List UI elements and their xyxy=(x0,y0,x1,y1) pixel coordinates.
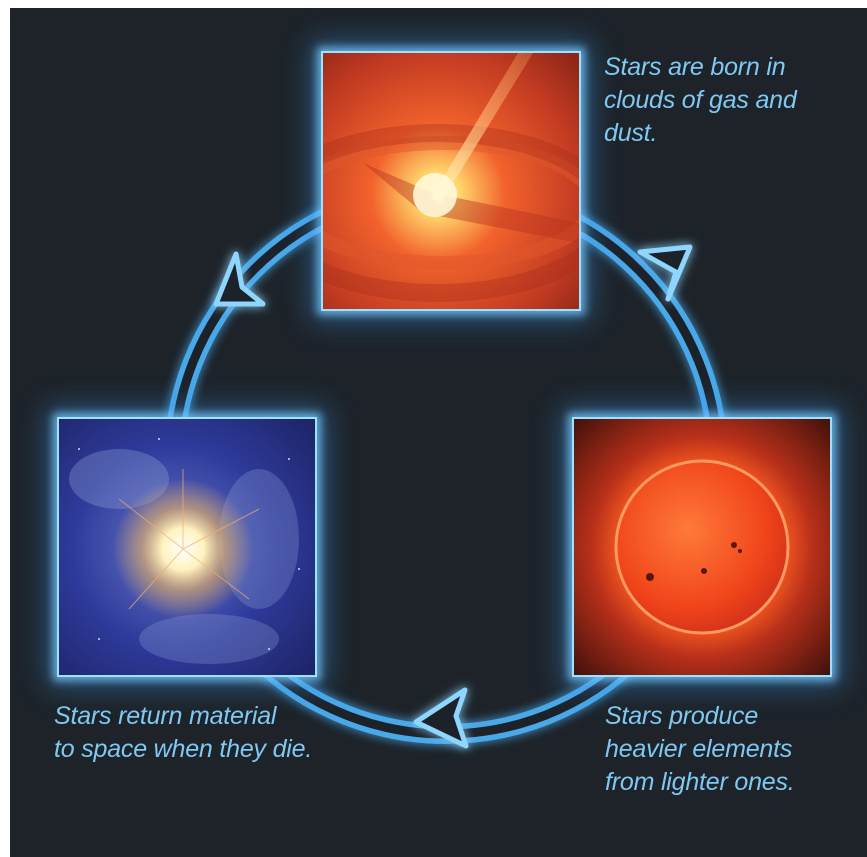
caption-birth: Stars are born in clouds of gas and dust… xyxy=(604,51,797,150)
protostar-image xyxy=(321,51,581,311)
caption-death: Stars return material to space when they… xyxy=(54,700,312,766)
red-giant-star-image xyxy=(572,417,832,677)
supernova-image xyxy=(57,417,317,677)
caption-fusion: Stars produce heavier elements from ligh… xyxy=(605,700,795,799)
